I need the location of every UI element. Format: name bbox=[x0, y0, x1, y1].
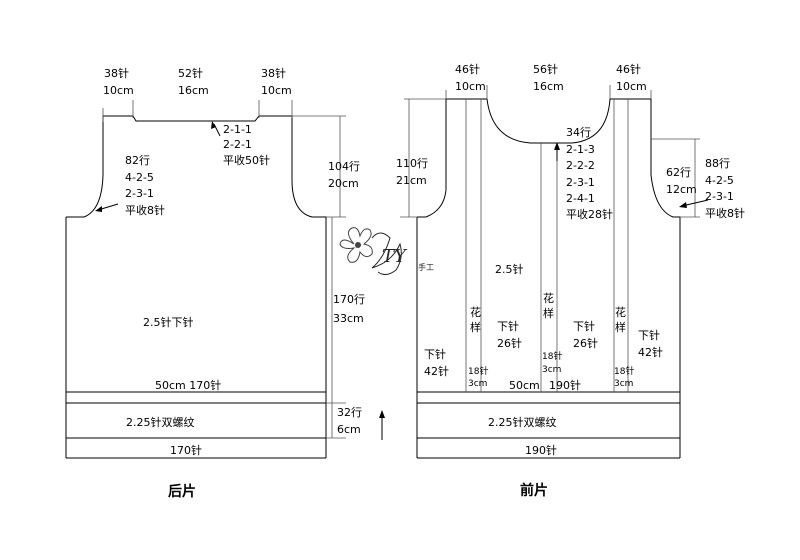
arrowhead-icon bbox=[679, 202, 687, 208]
front-shoulder-left-stitches: 46针 bbox=[455, 62, 480, 76]
logo-text: TY bbox=[382, 246, 408, 267]
front-stockinette-center-left-2: 26针 bbox=[497, 336, 522, 350]
front-pattern-width-left-2: 3cm bbox=[468, 379, 487, 389]
front-neck-shaping-4: 2-4-1 bbox=[566, 192, 595, 205]
front-neck-shaping-2: 2-2-2 bbox=[566, 159, 595, 172]
back-shoulder-right-cm: 10cm bbox=[261, 84, 292, 97]
front-armhole-right-rows: 62行 bbox=[666, 166, 691, 179]
front-pattern-label-left-1: 花 bbox=[470, 306, 481, 319]
front-stockinette-center-right-1: 下针 bbox=[573, 319, 595, 333]
front-pattern-label-center-2: 样 bbox=[543, 306, 554, 320]
front-stockinette-center-right-2: 26针 bbox=[573, 336, 598, 350]
back-neck-shaping-2: 2-2-1 bbox=[223, 138, 252, 151]
front-neck-shaping-rows: 34行 bbox=[566, 126, 591, 139]
front-armhole-shaping-2: 4-2-5 bbox=[705, 174, 734, 187]
back-neck-cm: 16cm bbox=[178, 84, 209, 97]
front-armhole-right-cm: 12cm bbox=[666, 183, 697, 196]
front-neck-shaping-1: 2-1-3 bbox=[566, 143, 595, 156]
back-bottom-stitches: 170针 bbox=[170, 443, 202, 457]
front-pattern-width-left-1: 18针 bbox=[468, 365, 488, 377]
front-pattern-width-center-2: 3cm bbox=[542, 365, 561, 375]
front-stockinette-right-1: 下针 bbox=[638, 328, 660, 342]
flower-center-icon bbox=[355, 242, 361, 248]
front-piece: 46针 10cm 56针 16cm 46针 10cm 110行 21cm 34行… bbox=[379, 62, 745, 499]
back-neck-stitches: 52针 bbox=[178, 66, 203, 80]
front-pattern-width-right-2: 3cm bbox=[614, 379, 633, 389]
back-shoulder-left-stitches: 38针 bbox=[104, 66, 129, 80]
front-stockinette-right-2: 42针 bbox=[638, 345, 663, 359]
back-body-cm: 33cm bbox=[333, 312, 364, 325]
front-armhole-shaping-1: 88行 bbox=[705, 157, 730, 170]
front-pattern-width-center-1: 18针 bbox=[542, 350, 562, 362]
logo-subtext: 手工 bbox=[418, 262, 434, 272]
front-neck-cm: 16cm bbox=[533, 80, 564, 93]
arrowhead-icon bbox=[554, 142, 560, 150]
back-piece: 38针 10cm 52针 16cm 38针 10cm 2-1-1 2-2-1 平… bbox=[65, 66, 365, 500]
front-shoulder-left-cm: 10cm bbox=[455, 80, 486, 93]
back-width: 50cm 170针 bbox=[155, 378, 221, 392]
front-shoulder-right-stitches: 46针 bbox=[616, 62, 641, 76]
arrowhead-icon bbox=[211, 121, 216, 129]
arrowhead-icon bbox=[95, 206, 102, 212]
back-armhole-shaping-1: 82行 bbox=[125, 154, 150, 167]
watermark-logo: TY 手工 bbox=[339, 227, 434, 276]
back-body-stitch: 2.5针下针 bbox=[143, 315, 194, 329]
back-armhole-rows: 104行 bbox=[328, 160, 360, 173]
front-pattern-label-left-2: 样 bbox=[470, 320, 481, 334]
front-stockinette-center-left-1: 下针 bbox=[497, 319, 519, 333]
back-body-rows: 170行 bbox=[333, 293, 365, 306]
back-armhole-shaping-2: 4-2-5 bbox=[125, 171, 154, 184]
back-rib-rows: 32行 bbox=[337, 406, 362, 419]
front-stockinette-left-2: 42针 bbox=[424, 364, 449, 378]
front-title: 前片 bbox=[520, 482, 548, 499]
front-stockinette-left-1: 下针 bbox=[424, 347, 446, 361]
back-armhole-shaping-3: 2-3-1 bbox=[125, 187, 154, 200]
back-shoulder-left-cm: 10cm bbox=[103, 84, 134, 97]
front-armhole-left-rows: 110行 bbox=[396, 157, 428, 170]
front-width-cm: 50cm bbox=[509, 379, 540, 392]
back-title: 后片 bbox=[168, 483, 196, 500]
front-armhole-shaping-4: 平收8针 bbox=[705, 206, 745, 220]
front-pattern-width-right-1: 18针 bbox=[614, 365, 634, 377]
back-armhole-shaping-4: 平收8针 bbox=[125, 203, 165, 217]
back-outline bbox=[65, 115, 327, 458]
back-neck-shaping-1: 2-1-1 bbox=[223, 123, 252, 136]
front-outline bbox=[416, 98, 681, 458]
front-pattern-label-center-1: 花 bbox=[543, 292, 554, 305]
up-arrow-icon bbox=[379, 410, 385, 418]
front-armhole-left-cm: 21cm bbox=[396, 174, 427, 187]
back-neck-shaping-3: 平收50针 bbox=[223, 153, 270, 167]
front-neck-shaping-3: 2-3-1 bbox=[566, 176, 595, 189]
logo-swirl bbox=[371, 232, 402, 276]
back-rib-stitch: 2.25针双螺纹 bbox=[126, 415, 195, 429]
back-rib-cm: 6cm bbox=[337, 423, 361, 436]
front-shoulder-right-cm: 10cm bbox=[616, 80, 647, 93]
front-body-gauge: 2.5针 bbox=[495, 262, 524, 276]
front-armhole-shaping-3: 2-3-1 bbox=[705, 190, 734, 203]
front-rib-stitch: 2.25针双螺纹 bbox=[488, 415, 557, 429]
front-width-stitches: 190针 bbox=[549, 378, 581, 392]
front-bottom-stitches: 190针 bbox=[525, 443, 557, 457]
back-armhole-cm: 20cm bbox=[328, 177, 359, 190]
front-neck-shaping-5: 平收28针 bbox=[566, 207, 613, 221]
front-pattern-label-right-2: 样 bbox=[615, 320, 626, 334]
back-shoulder-right-stitches: 38针 bbox=[261, 66, 286, 80]
front-neck-stitches: 56针 bbox=[533, 62, 558, 76]
front-pattern-label-right-1: 花 bbox=[615, 306, 626, 319]
